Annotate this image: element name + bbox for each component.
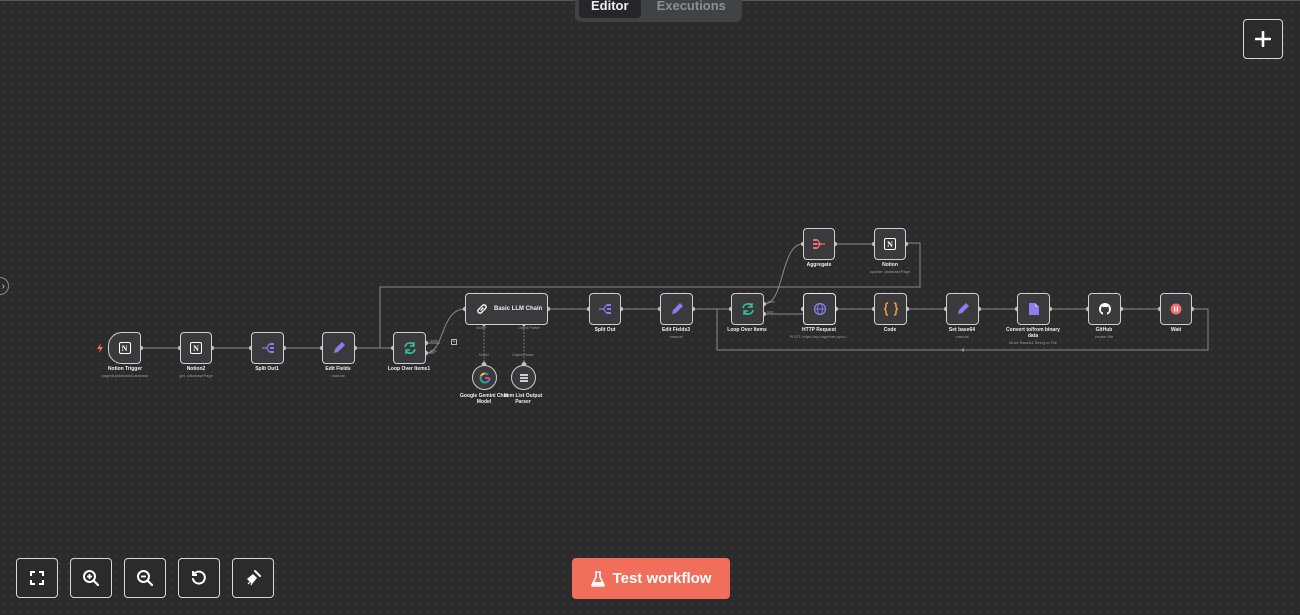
zoom-out-icon xyxy=(137,570,154,587)
bolt-icon xyxy=(97,343,103,353)
reset-zoom-button[interactable] xyxy=(178,558,220,598)
node-subtitle: manual xyxy=(331,373,345,378)
chain-link-icon xyxy=(477,304,487,314)
node-label: Notion xyxy=(882,262,898,268)
node-split-out[interactable] xyxy=(589,293,621,325)
loop-icon xyxy=(403,342,416,354)
node-label: Code xyxy=(883,327,897,333)
loop-icon xyxy=(741,303,754,315)
node-basic-llm-chain[interactable]: Basic LLM Chain xyxy=(465,293,548,325)
node-label: GitHub xyxy=(1095,327,1113,333)
node-convert-binary[interactable] xyxy=(1017,293,1050,325)
port-label-loop: loop xyxy=(767,310,774,314)
pencil-icon xyxy=(671,303,683,314)
node-notion-trigger[interactable]: N xyxy=(108,332,141,364)
pencil-icon xyxy=(957,303,969,314)
zoom-out-button[interactable] xyxy=(124,558,166,598)
google-g-icon xyxy=(479,371,490,383)
node-label: Aggregate xyxy=(806,262,832,268)
github-icon xyxy=(1098,303,1111,315)
notion-icon: N xyxy=(118,342,131,354)
pause-icon xyxy=(1170,303,1182,315)
node-wait[interactable] xyxy=(1160,293,1192,325)
node-label: Google Gemini Chat Model xyxy=(459,393,509,405)
conn-loop1-llm xyxy=(425,308,466,354)
node-subtitle: update: databasePage xyxy=(869,269,911,274)
tidy-up-button[interactable] xyxy=(232,558,274,598)
node-subtitle: create: file xyxy=(1094,334,1114,339)
node-label: Convert to/from binary data xyxy=(1006,327,1060,339)
aggregate-icon xyxy=(813,239,825,249)
node-label: Loop Over Items xyxy=(727,327,767,333)
node-http-request[interactable] xyxy=(803,293,836,325)
chevron-right-icon: › xyxy=(1,280,5,292)
node-label: Loop Over Items1 xyxy=(387,366,431,372)
notion-icon: N xyxy=(190,342,202,354)
port-label-done: done xyxy=(767,300,775,304)
node-loop-over-items[interactable] xyxy=(731,293,764,325)
node-subtitle: POST: https://api.together.xyz/v... xyxy=(789,334,849,339)
node-label: Split Out1 xyxy=(255,366,279,372)
globe-icon xyxy=(813,302,826,316)
fullscreen-icon xyxy=(30,571,44,585)
port-label-output-parser-lower: Output Parser xyxy=(512,353,534,357)
port-label-done: done xyxy=(430,339,438,343)
port-label-output-parser: Output Parser xyxy=(518,326,540,330)
node-set-base64[interactable] xyxy=(946,293,979,325)
node-notion2[interactable]: N xyxy=(180,332,212,364)
node-label: Split Out xyxy=(594,327,616,333)
node-label: Notion Trigger xyxy=(107,366,143,372)
port-label-model: Model* xyxy=(476,326,487,330)
tab-editor[interactable]: Editor xyxy=(579,0,641,18)
node-code[interactable] xyxy=(874,293,907,325)
view-tabs: Editor Executions xyxy=(575,0,742,22)
node-notion[interactable]: N xyxy=(874,228,906,260)
split-icon xyxy=(261,343,274,353)
return-arrow-head xyxy=(960,348,964,352)
zoom-in-icon xyxy=(83,570,100,587)
node-label: Wait xyxy=(1170,327,1182,333)
conn-return-loop1 xyxy=(379,242,921,348)
node-subtitle: manual xyxy=(669,334,683,339)
test-workflow-label: Test workflow xyxy=(612,570,712,587)
node-aggregate[interactable] xyxy=(803,228,835,260)
node-subtitle: manual xyxy=(955,334,969,339)
test-workflow-button[interactable]: Test workflow xyxy=(572,558,730,599)
split-icon xyxy=(599,304,611,314)
fit-view-button[interactable] xyxy=(16,558,58,598)
node-github[interactable] xyxy=(1088,293,1121,325)
node-label: Set base64 xyxy=(948,327,976,333)
flask-icon xyxy=(590,570,605,587)
node-label: HTTP Request xyxy=(801,327,837,333)
node-google-gemini-chat-model[interactable] xyxy=(472,365,497,390)
add-node-button[interactable] xyxy=(1243,19,1283,59)
node-label: Item List Output Parser xyxy=(503,393,543,405)
conn-loop-aggregate xyxy=(763,243,804,305)
node-label: Basic LLM Chain xyxy=(494,306,543,312)
curly-braces-icon xyxy=(883,302,898,316)
add-connection-icon[interactable]: + xyxy=(451,339,457,345)
file-icon xyxy=(1028,303,1039,315)
plus-icon xyxy=(1255,31,1271,47)
undo-icon xyxy=(192,570,206,585)
list-icon xyxy=(519,373,528,382)
tab-executions[interactable]: Executions xyxy=(656,0,726,13)
node-loop-over-items1[interactable] xyxy=(393,332,426,364)
node-edit-fields3[interactable] xyxy=(660,293,693,325)
node-split-out1[interactable] xyxy=(251,332,284,364)
node-label: Edit Fields3 xyxy=(661,327,691,333)
node-subtitle: get: databasePage xyxy=(179,373,213,378)
node-subtitle: pagedUpdatedInDatabase xyxy=(101,373,149,378)
node-label: Notion2 xyxy=(186,366,206,372)
notion-icon: N xyxy=(884,238,896,250)
zoom-in-button[interactable] xyxy=(70,558,112,598)
port-label-model-lower: Model xyxy=(479,353,489,357)
node-edit-fields[interactable] xyxy=(322,332,355,364)
node-subtitle: Move Base64 String to File xyxy=(1008,340,1058,345)
broom-icon xyxy=(247,570,261,586)
node-label: Edit Fields xyxy=(325,366,351,372)
port-label-loop: loop xyxy=(430,349,437,353)
node-item-list-output-parser[interactable] xyxy=(511,365,536,390)
pencil-icon xyxy=(333,342,345,353)
